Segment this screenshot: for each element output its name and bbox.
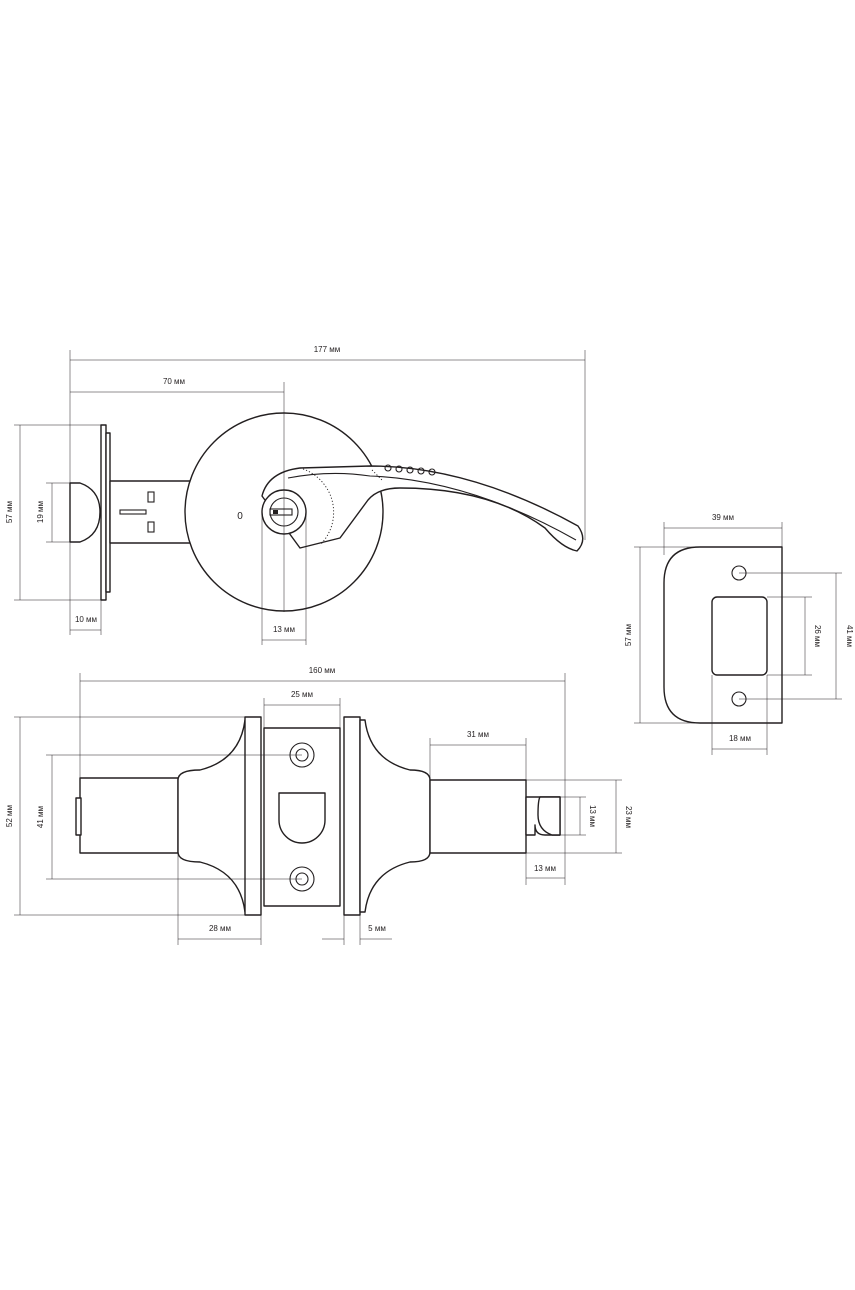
dimension-strike-height: 57 мм bbox=[624, 546, 700, 724]
dimension-rose-gap: 5 мм bbox=[322, 915, 392, 945]
lock-indicator: 0 bbox=[237, 511, 243, 522]
dimension-label: 41 мм bbox=[36, 806, 45, 828]
dimension-strike-width: 39 мм bbox=[663, 513, 783, 555]
dimension-label: 25 мм bbox=[291, 690, 313, 699]
dimension-label: 28 мм bbox=[209, 924, 231, 933]
lever-neck-outline bbox=[299, 467, 335, 546]
dimension-label: 39 мм bbox=[712, 513, 734, 522]
dimension-face-height: 19 мм bbox=[36, 482, 80, 543]
dimension-strike-screw-spacing: 41 мм bbox=[739, 572, 854, 700]
lever-handle-view: 0 177 мм 70 мм 57 мм bbox=[5, 345, 586, 645]
dimension-spindle-height: 23 мм bbox=[526, 779, 633, 854]
dimension-label: 10 мм bbox=[75, 615, 97, 624]
dimension-spindle-length: 31 мм bbox=[429, 730, 527, 780]
keyhole bbox=[269, 508, 293, 516]
lever-seam bbox=[371, 469, 383, 481]
lever-contour bbox=[287, 472, 577, 541]
dimension-label: 57 мм bbox=[5, 501, 14, 523]
dimension-strike-opening-width: 18 мм bbox=[711, 675, 768, 755]
dimension-label: 177 мм bbox=[314, 345, 341, 354]
dimension-label: 5 мм bbox=[368, 924, 386, 933]
dimension-label: 160 мм bbox=[309, 666, 336, 675]
lock-body-side-view: 160 мм 25 мм 31 мм 52 мм 41 мм bbox=[5, 666, 633, 945]
dimension-backset: 70 мм bbox=[70, 377, 285, 612]
dimension-label: 19 мм bbox=[36, 501, 45, 523]
right-rose bbox=[359, 719, 431, 913]
dimension-label: 41 мм bbox=[845, 625, 854, 647]
dimension-label: 57 мм bbox=[624, 624, 633, 646]
shaft-end-cap bbox=[75, 797, 82, 836]
dimension-label: 13 мм bbox=[588, 805, 597, 827]
dimension-plate-height: 57 мм bbox=[5, 424, 103, 601]
latch-bolt bbox=[69, 482, 101, 543]
dimension-label: 52 мм bbox=[5, 805, 14, 827]
dimension-label: 13 мм bbox=[534, 864, 556, 873]
dimension-label: 23 мм bbox=[624, 806, 633, 828]
dimension-tailpiece-length: 13 мм bbox=[525, 853, 565, 885]
dimension-rose-depth: 28 мм bbox=[177, 852, 262, 945]
right-rose-plate bbox=[343, 716, 361, 916]
dimension-label: 13 мм bbox=[273, 625, 295, 634]
lever-decor-dot bbox=[395, 465, 403, 473]
dimension-screw-spacing: 41 мм bbox=[36, 754, 302, 880]
dimension-body-length: 160 мм bbox=[79, 666, 566, 885]
dimension-plate-thickness: 10 мм bbox=[69, 542, 102, 635]
latch-slot bbox=[119, 509, 147, 515]
dimension-total-length: 177 мм bbox=[69, 345, 586, 540]
lever-decor-dot bbox=[384, 464, 392, 472]
left-rose-plate bbox=[244, 716, 262, 916]
right-spindle bbox=[429, 779, 527, 854]
left-shaft bbox=[79, 777, 179, 854]
lever-decor-dot bbox=[428, 468, 436, 476]
lever-decor-dot bbox=[406, 466, 414, 474]
left-rose bbox=[177, 719, 251, 913]
latch-front-plate bbox=[100, 424, 107, 601]
dimension-tailpiece-height: 13 мм bbox=[560, 796, 597, 836]
tailpiece-cam bbox=[537, 796, 561, 836]
dimension-label: 18 мм bbox=[729, 734, 751, 743]
dimension-label: 31 мм bbox=[467, 730, 489, 739]
lever-decor-dot bbox=[417, 467, 425, 475]
strike-opening bbox=[711, 596, 768, 676]
dimension-label: 26 мм bbox=[813, 625, 822, 647]
dimension-cylinder-width: 13 мм bbox=[261, 512, 307, 645]
dimension-strike-opening-height: 26 мм bbox=[767, 596, 822, 676]
spindle-opening bbox=[278, 792, 326, 844]
strike-plate-view: 39 мм 57 мм 41 мм 26 мм 18 мм bbox=[624, 513, 854, 755]
dimension-rosette-height: 52 мм bbox=[5, 716, 250, 916]
dimension-center-width: 25 мм bbox=[263, 690, 341, 728]
latch-slot bbox=[147, 521, 155, 533]
latch-slot bbox=[147, 491, 155, 503]
dimension-label: 70 мм bbox=[163, 377, 185, 386]
keyhole-mark bbox=[273, 510, 278, 514]
latch-body bbox=[109, 480, 191, 544]
lever-handle bbox=[261, 465, 584, 552]
